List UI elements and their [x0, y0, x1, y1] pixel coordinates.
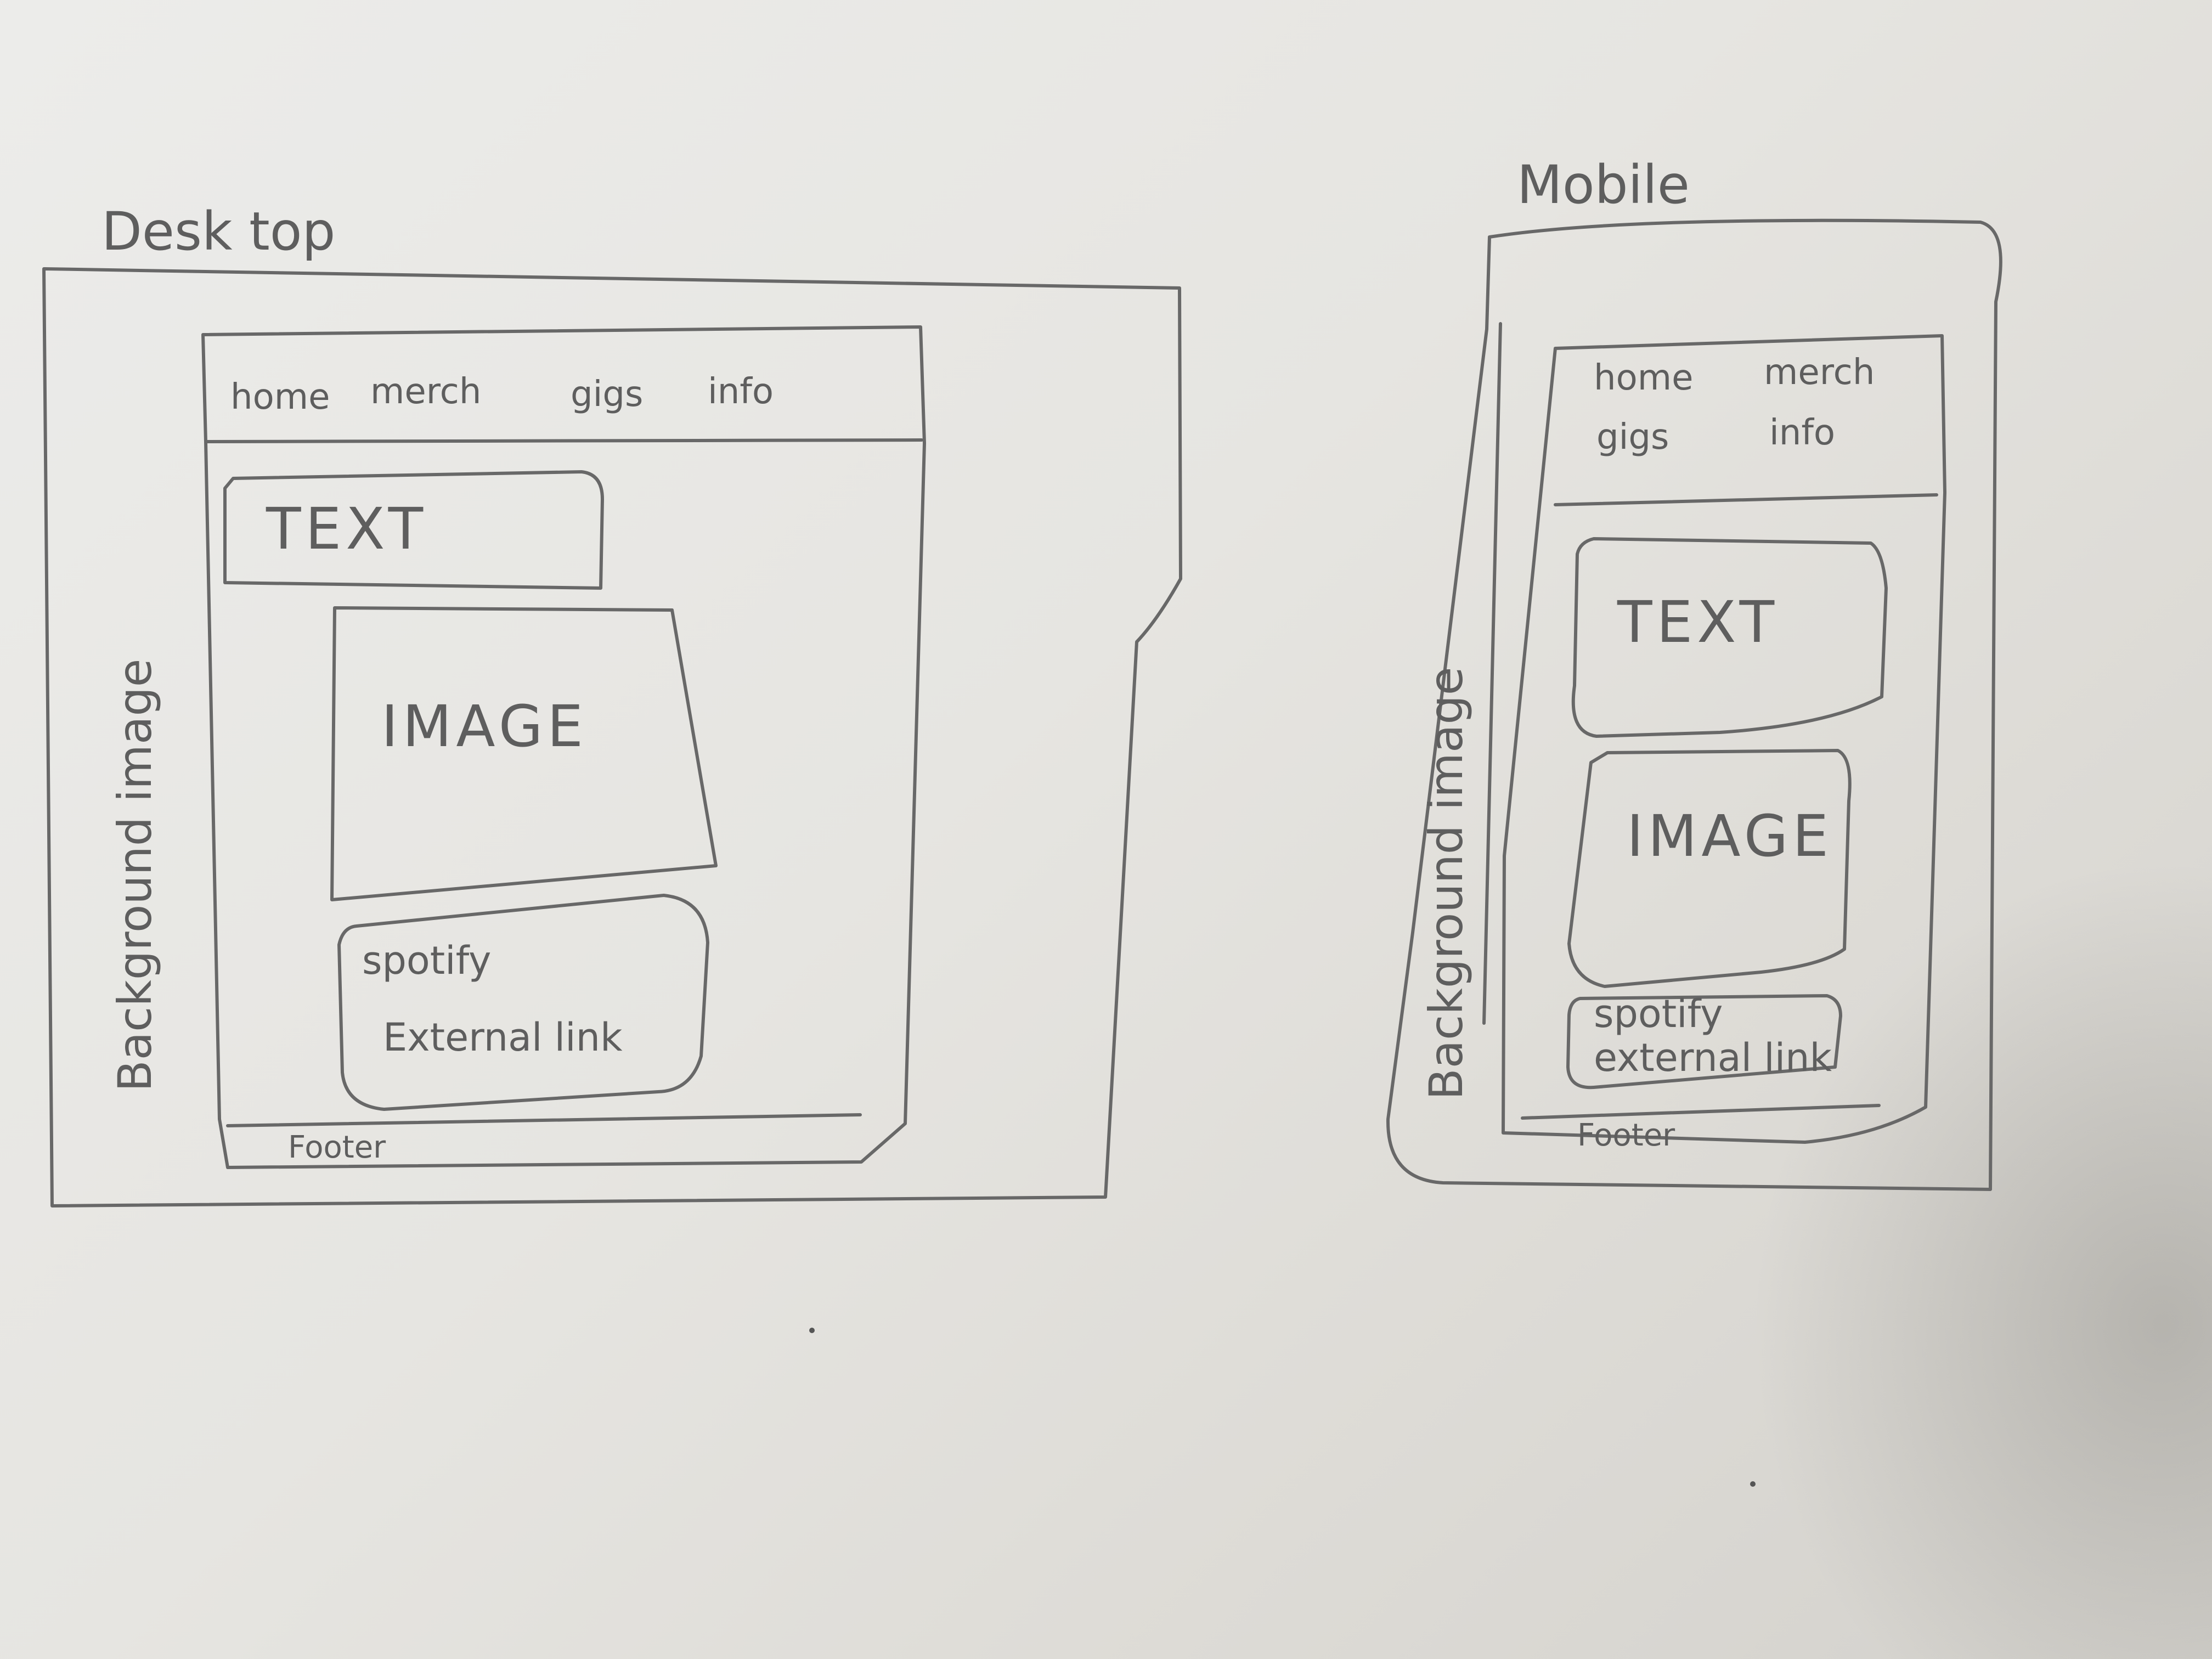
mobile-nav-gigs[interactable]: gigs [1596, 417, 1669, 458]
mobile-page-container [1502, 334, 1946, 1144]
desktop-text-box-label: TEXT [266, 495, 427, 562]
mobile-text-box-label: TEXT [1617, 589, 1779, 656]
mobile-image-box-label: IMAGE [1627, 803, 1833, 870]
desktop-nav-merch[interactable]: merch [370, 371, 481, 412]
mobile-spotify-title: spotify [1594, 991, 1723, 1036]
mobile-text-box [1571, 537, 1888, 738]
mobile-device-frame [1386, 218, 2002, 1191]
mobile-nav-merch[interactable]: merch [1764, 352, 1875, 393]
mobile-spotify-box [1566, 994, 1842, 1090]
mobile-image-box [1567, 749, 1852, 988]
desktop-nav-gigs[interactable]: gigs [571, 374, 643, 415]
mobile-spotify-link[interactable]: external link [1594, 1035, 1832, 1080]
pencil-dot [1750, 1481, 1756, 1487]
mobile-nav-info[interactable]: info [1769, 413, 1835, 453]
mobile-footer-divider [1521, 1104, 1881, 1120]
desktop-nav-info[interactable]: info [708, 371, 774, 412]
desktop-page-container [201, 325, 926, 1169]
desktop-spotify-title: spotify [362, 938, 491, 983]
desktop-nav: home merch gigs info [230, 371, 774, 417]
mobile-footer: Footer [1577, 1118, 1675, 1153]
desktop-background-label: Background image [108, 659, 162, 1092]
desktop-nav-divider [204, 438, 923, 443]
desktop-spotify-link[interactable]: External link [383, 1015, 623, 1060]
desktop-image-box-label: IMAGE [381, 693, 588, 760]
desktop-image-box [330, 606, 718, 901]
desktop-footer-divider [226, 1113, 862, 1127]
mobile-wireframe: Mobile Background image home merch gigs … [1386, 154, 2002, 1191]
mobile-nav-divider [1554, 493, 1938, 506]
mobile-title: Mobile [1517, 154, 1690, 216]
desktop-wireframe: Desk top Background image home merch gig… [42, 201, 1182, 1207]
desktop-text-box [223, 470, 604, 590]
desktop-nav-home[interactable]: home [230, 377, 330, 417]
mobile-inner-frame-line [1482, 322, 1502, 1025]
desktop-footer: Footer [288, 1130, 386, 1165]
desktop-title: Desk top [101, 201, 335, 262]
pencil-dot [809, 1328, 815, 1333]
mobile-nav-home[interactable]: home [1594, 358, 1693, 398]
desktop-spotify-box [337, 894, 709, 1111]
mobile-background-label: Background image [1419, 667, 1473, 1100]
mobile-nav: home merch gigs info [1594, 352, 1875, 458]
desktop-screen-frame [42, 267, 1182, 1207]
